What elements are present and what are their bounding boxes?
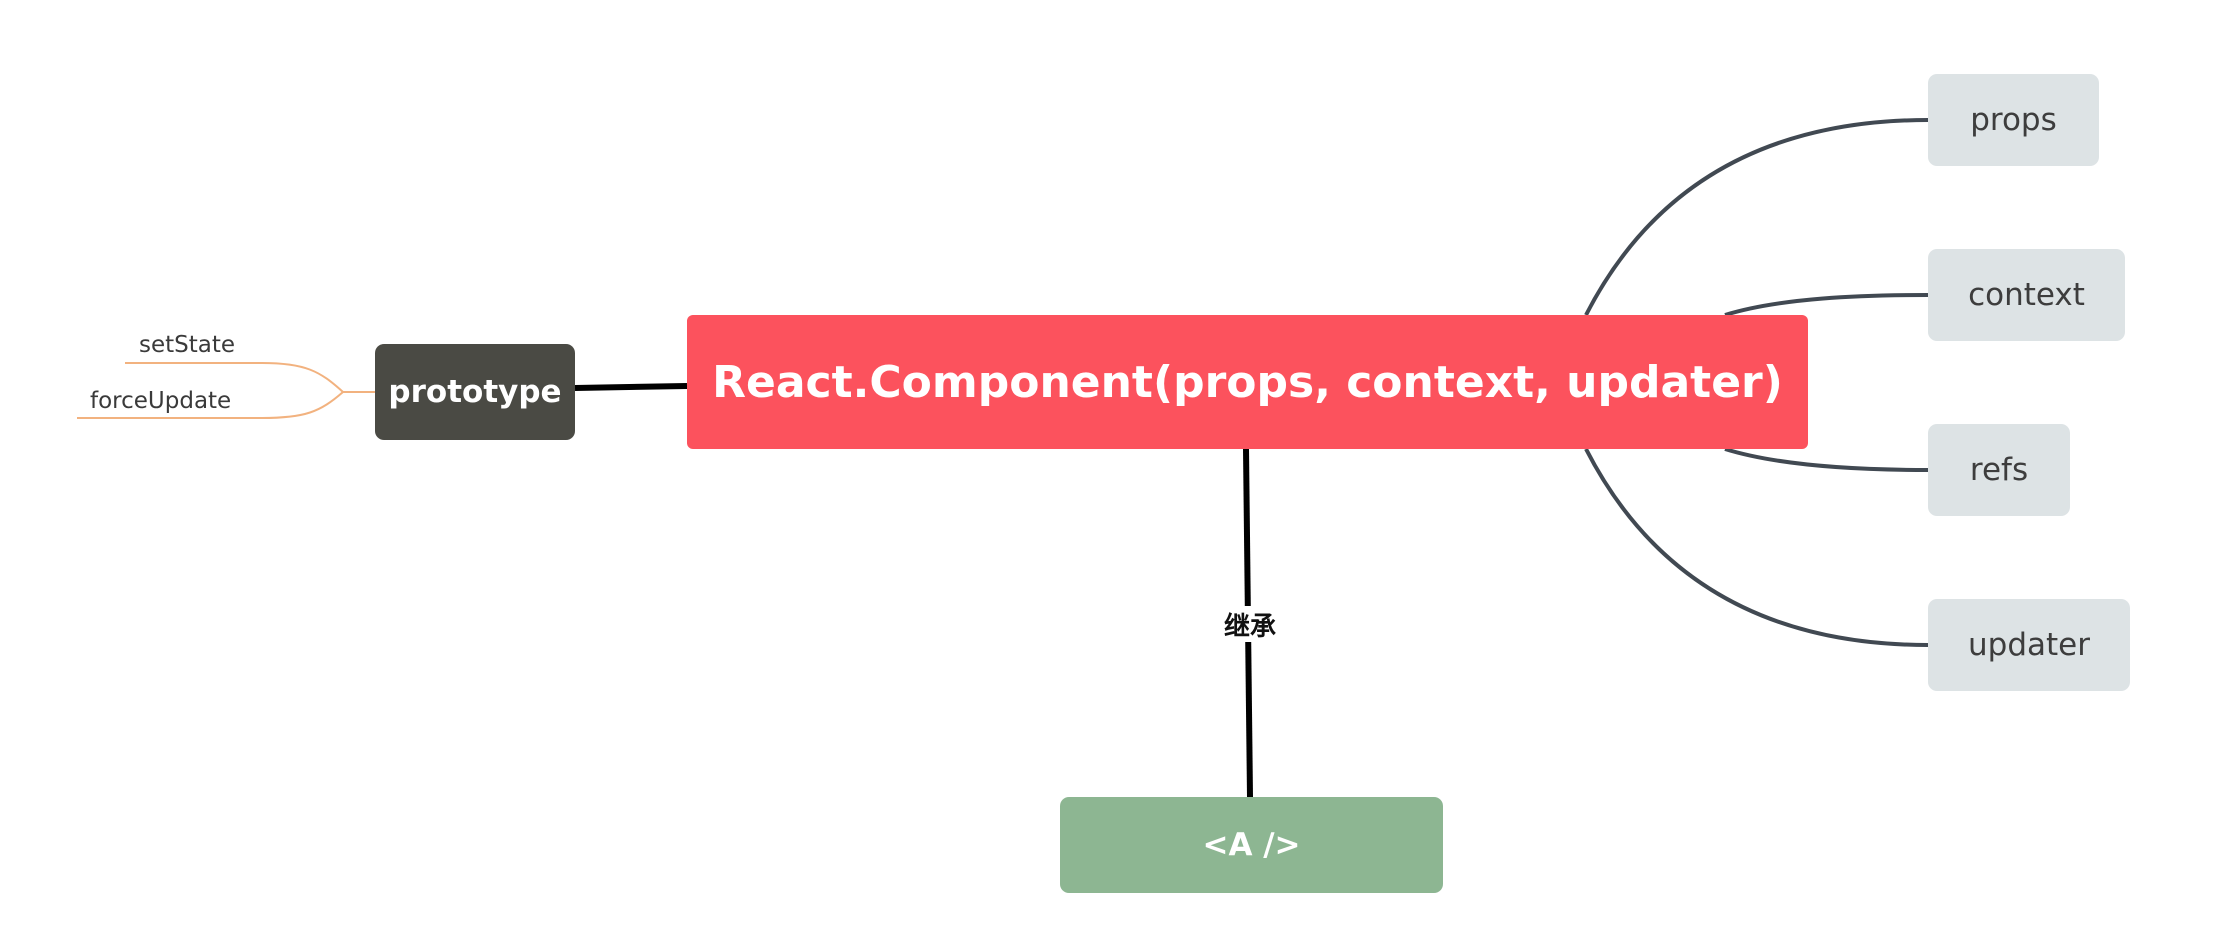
branch-line-forceupdate xyxy=(77,391,344,419)
edge-central-context xyxy=(1724,293,1929,317)
attribute-node-refs: refs xyxy=(1928,424,2070,516)
prototype-node: prototype xyxy=(375,344,575,440)
inheritance-edge-label: 继承 xyxy=(1218,606,1282,642)
attribute-node-updater: updater xyxy=(1928,599,2130,691)
attribute-node-props: props xyxy=(1928,74,2099,166)
edge-central-updater xyxy=(1584,448,1929,647)
branch-line-setstate xyxy=(125,362,344,393)
child-node: <A /> xyxy=(1060,797,1443,893)
attribute-node-context: context xyxy=(1928,249,2125,341)
edge-central-props xyxy=(1584,118,1929,316)
edge-central-prototype xyxy=(574,383,688,391)
method-setstate: setState xyxy=(139,332,236,358)
method-forceupdate: forceUpdate xyxy=(90,388,232,414)
central-node: React.Component(props, context, updater) xyxy=(687,315,1808,449)
edge-central-refs xyxy=(1724,447,1929,472)
